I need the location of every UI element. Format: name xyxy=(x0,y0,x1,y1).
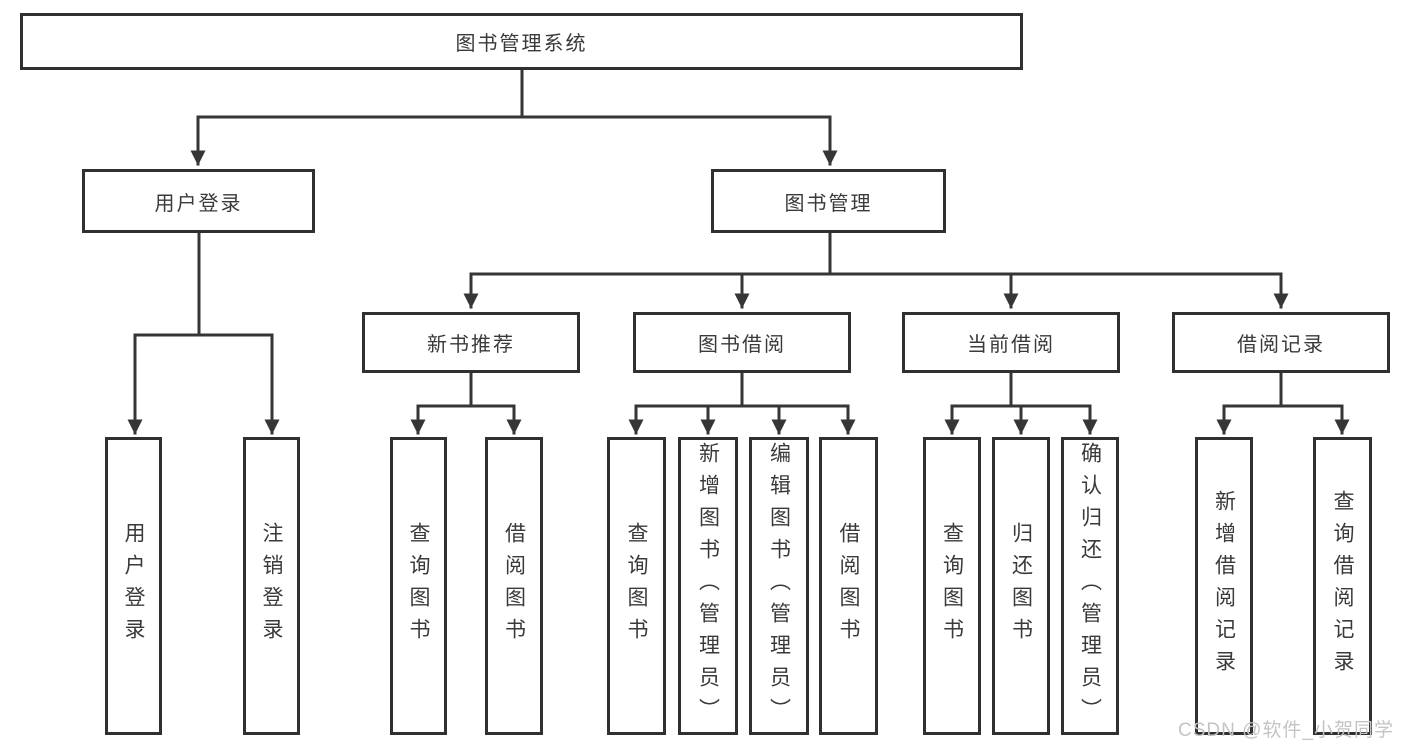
node-label: 编辑图书（管理员） xyxy=(767,442,791,730)
leaf-user-login: 用户登录 xyxy=(105,437,162,735)
leaf-borrowing-query-books: 查询图书 xyxy=(607,437,666,735)
node-label: 用户登录 xyxy=(154,192,243,215)
node-label: 图书借阅 xyxy=(698,334,786,356)
node-label: 图书管理 xyxy=(784,192,873,215)
node-label: 查询借阅记录 xyxy=(1331,490,1354,682)
node-label: 新增图书（管理员） xyxy=(696,442,720,730)
leaf-confirm-return-admin: 确认归还（管理员） xyxy=(1061,437,1119,735)
node-current-borrowing: 当前借阅 xyxy=(902,312,1120,373)
node-label: 注销登录 xyxy=(260,522,283,650)
node-label: 新书推荐 xyxy=(427,334,515,356)
leaf-recommend-query-books: 查询图书 xyxy=(390,437,447,735)
node-book-management: 图书管理 xyxy=(711,169,946,233)
node-book-borrowing: 图书借阅 xyxy=(633,312,851,373)
leaf-borrow-books: 借阅图书 xyxy=(819,437,878,735)
leaf-add-books-admin: 新增图书（管理员） xyxy=(678,437,738,735)
leaf-current-query-books: 查询图书 xyxy=(923,437,981,735)
leaf-logout: 注销登录 xyxy=(243,437,300,735)
node-label: 查询图书 xyxy=(940,522,964,650)
leaf-query-borrow-record: 查询借阅记录 xyxy=(1313,437,1372,735)
leaf-return-books: 归还图书 xyxy=(992,437,1050,735)
node-label: 查询图书 xyxy=(407,522,430,650)
node-label: 借阅图书 xyxy=(837,522,860,650)
node-new-book-recommendation: 新书推荐 xyxy=(362,312,580,373)
node-label: 借阅图书 xyxy=(502,522,526,650)
node-book-management-system: 图书管理系统 xyxy=(20,13,1023,70)
csdn-watermark: CSDN @软件_小贺同学 xyxy=(1178,720,1394,741)
node-label: 借阅记录 xyxy=(1237,334,1325,356)
node-label: 新增借阅记录 xyxy=(1212,490,1236,682)
node-label: 确认归还（管理员） xyxy=(1078,442,1102,730)
node-user-login: 用户登录 xyxy=(82,169,315,233)
node-borrowing-records: 借阅记录 xyxy=(1172,312,1390,373)
node-label: 归还图书 xyxy=(1009,522,1033,650)
leaf-edit-books-admin: 编辑图书（管理员） xyxy=(749,437,809,735)
node-label: 图书管理系统 xyxy=(455,33,588,55)
leaf-recommend-borrow-books: 借阅图书 xyxy=(485,437,543,735)
node-label: 查询图书 xyxy=(625,522,648,650)
leaf-add-borrow-record: 新增借阅记录 xyxy=(1195,437,1253,735)
node-label: 用户登录 xyxy=(122,522,145,650)
node-label: 当前借阅 xyxy=(967,334,1055,356)
